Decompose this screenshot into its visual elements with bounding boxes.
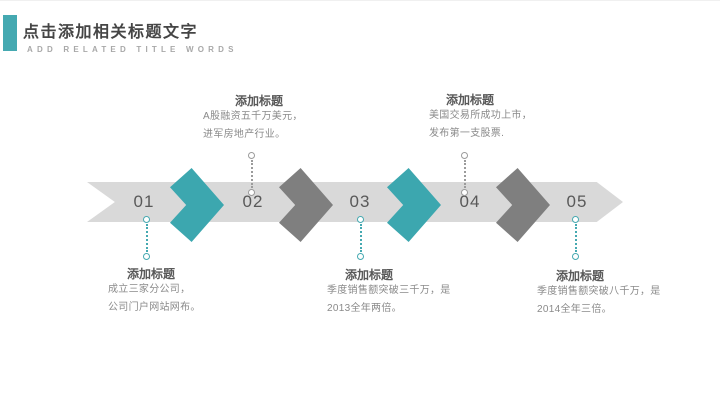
callout-line: 发布第一支股票. <box>429 128 505 139</box>
connector-ring-icon <box>143 253 150 260</box>
connector-ring-icon <box>357 216 364 223</box>
callout-body-bottom-1: 成立三家分公司， 公司门户网站网布。 <box>108 281 201 317</box>
step-number-5: 05 <box>566 192 588 211</box>
connector-ring-icon <box>461 189 468 196</box>
callout-body-top-2: 美国交易所成功上市， 发布第一支股票. <box>429 107 532 143</box>
connector-ring-icon <box>572 253 579 260</box>
callout-line: 美国交易所成功上市， <box>429 110 532 121</box>
callout-heading-top-1: 添加标题 <box>234 94 283 108</box>
callout-heading-top-2: 添加标题 <box>445 93 494 107</box>
callout-line: 成立三家分公司， <box>108 284 191 295</box>
callout-line: 2014全年三倍。 <box>537 304 612 315</box>
callout-line: A股融资五千万美元， <box>203 111 303 122</box>
step-number-4: 04 <box>459 192 481 211</box>
step-number-3: 03 <box>349 192 371 211</box>
callout-body-bottom-2: 季度销售额突破三千万，是 2013全年两倍。 <box>327 282 451 318</box>
callout-heading-bottom-1: 添加标题 <box>126 267 175 281</box>
connector-ring-icon <box>572 216 579 223</box>
connector-ring-icon <box>143 216 150 223</box>
callout-line: 公司门户网站网布。 <box>108 302 201 313</box>
callout-line: 2013全年两倍。 <box>327 303 402 314</box>
connector-step-1 <box>142 216 151 260</box>
dotted-line <box>250 160 253 188</box>
step-number-2: 02 <box>242 192 264 211</box>
connector-step-4 <box>460 152 469 196</box>
connector-ring-icon <box>248 152 255 159</box>
connector-ring-icon <box>248 189 255 196</box>
connector-step-2 <box>247 152 256 196</box>
step-number-1: 01 <box>133 192 155 211</box>
slide-subtitle: ADD RELATED TITLE WORDS <box>27 45 238 54</box>
callout-heading-bottom-2: 添加标题 <box>344 268 393 282</box>
callout-line: 季度销售额突破三千万，是 <box>327 285 451 296</box>
accent-bar <box>3 15 17 51</box>
callout-body-bottom-3: 季度销售额突破八千万，是 2014全年三倍。 <box>537 283 661 319</box>
callout-heading-bottom-3: 添加标题 <box>555 269 604 283</box>
dotted-line <box>359 224 362 252</box>
connector-ring-icon <box>461 152 468 159</box>
connector-step-3 <box>356 216 365 260</box>
callout-line: 季度销售额突破八千万，是 <box>537 286 661 297</box>
dotted-line <box>145 224 148 252</box>
dotted-line <box>574 224 577 252</box>
dotted-line <box>463 160 466 188</box>
slide-title: 点击添加相关标题文字 <box>23 24 199 41</box>
callout-line: 进军房地产行业。 <box>203 129 286 140</box>
connector-ring-icon <box>357 253 364 260</box>
connector-step-5 <box>571 216 580 260</box>
callout-body-top-1: A股融资五千万美元， 进军房地产行业。 <box>203 108 303 144</box>
